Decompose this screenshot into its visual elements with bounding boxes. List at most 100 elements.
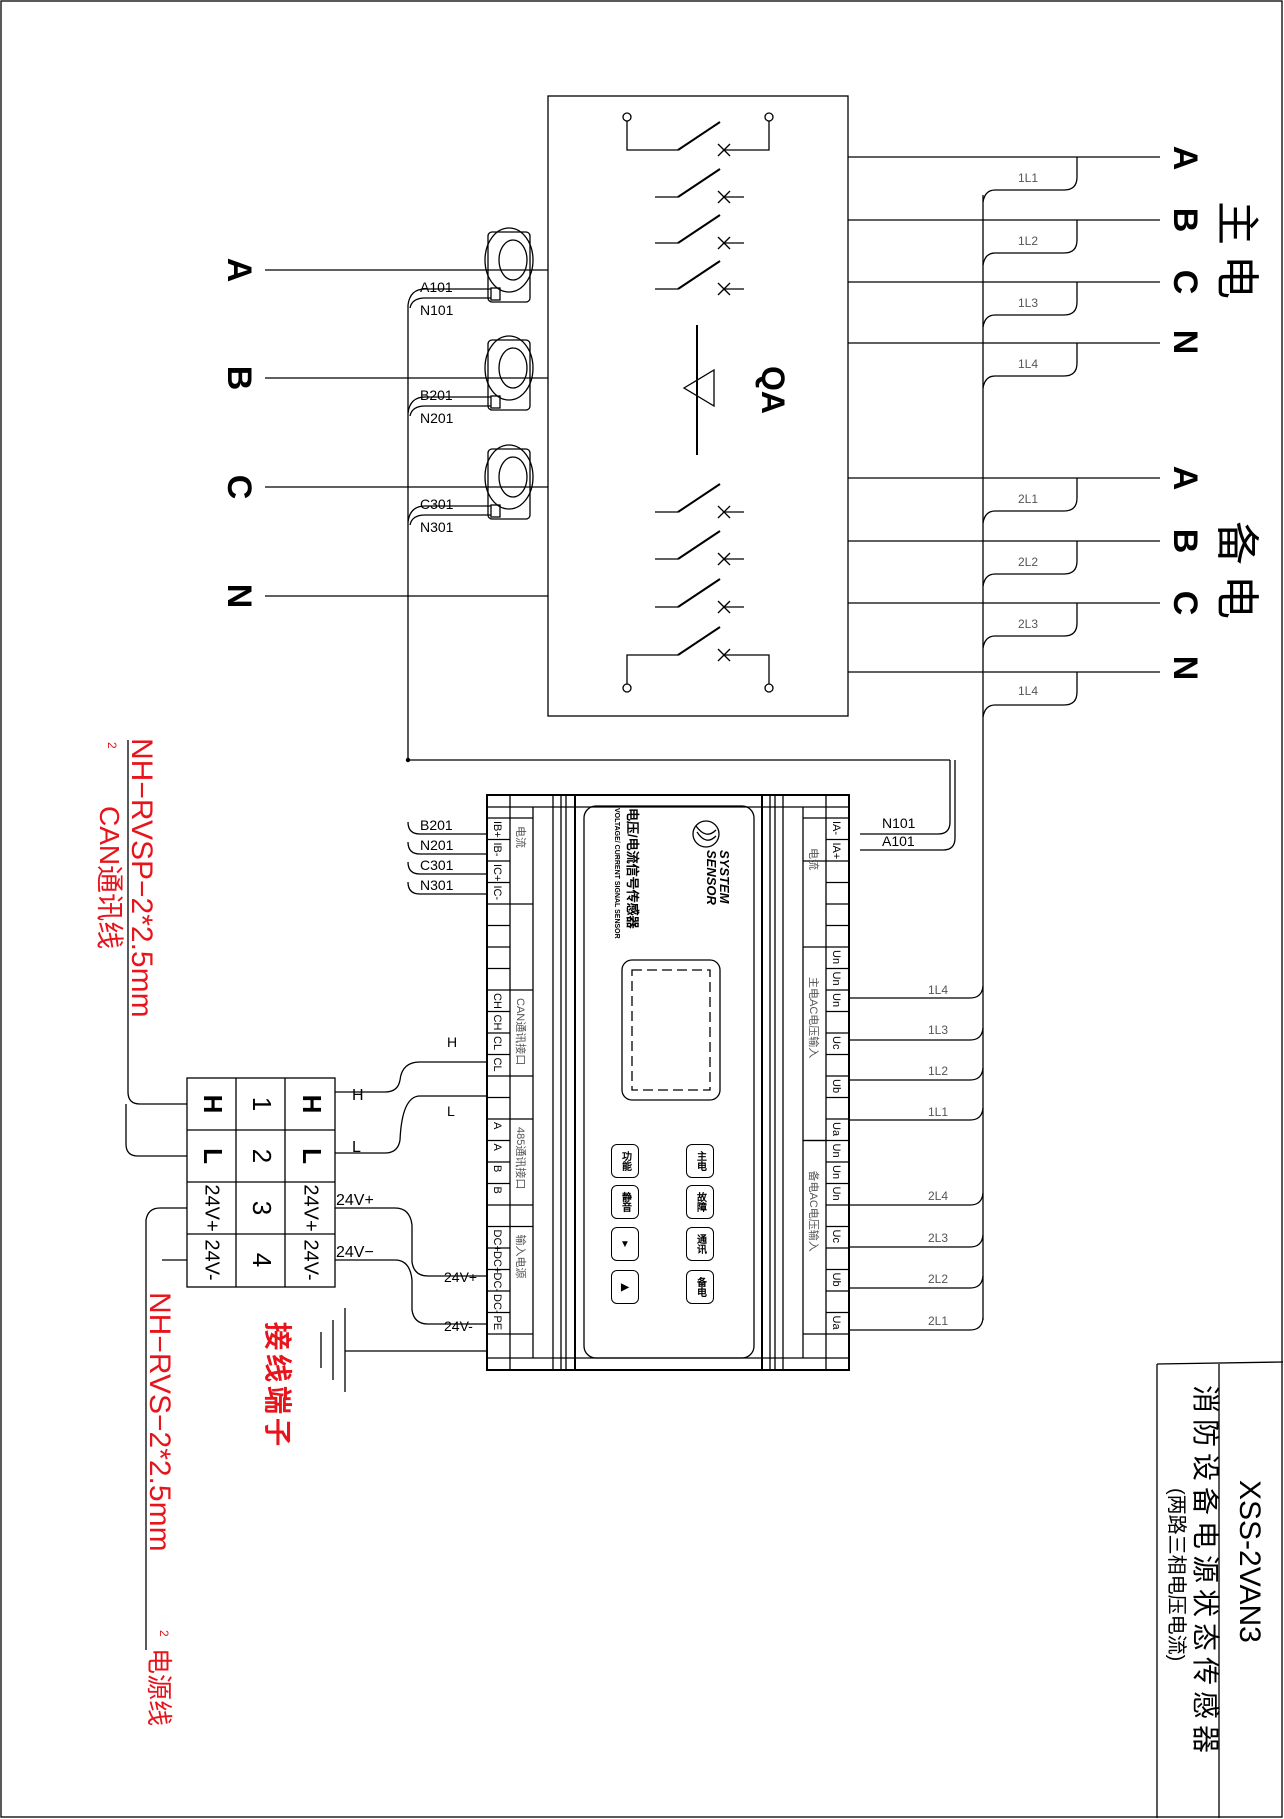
ac-wire-label: 1L4 (928, 983, 948, 997)
device-name-cn: 电压/电流信号传感器 (625, 808, 640, 930)
ac-wire-label: 2L2 (928, 1272, 948, 1286)
terminal-label: Uc (830, 1230, 842, 1244)
terminal-label: Ub (830, 1079, 842, 1093)
terminal-label: Uc (830, 1036, 842, 1050)
terminal-label: IB+ (491, 821, 503, 838)
terminal-label: Ub (830, 1273, 842, 1287)
device-wire-label: N301 (420, 877, 454, 893)
power-cable-spec: NH−RVS−2*2.5mm (143, 1292, 176, 1552)
terminal-label: DC- (491, 1294, 503, 1314)
wire-label: 2L2 (1018, 555, 1038, 569)
load-phase-b: B (220, 366, 258, 391)
can-cable-sup: 2 (105, 742, 119, 749)
ct-ret-label: N301 (420, 519, 454, 535)
current-transformer-icon (487, 231, 531, 303)
power-cable-desc: 电源线 (144, 1648, 174, 1726)
ct-ret-label: N201 (420, 410, 454, 426)
right-button[interactable]: ▶ (611, 1270, 639, 1304)
terminal-label: IA- (830, 821, 842, 835)
drawing-title: 消防设备电源状态传感器 (1190, 1385, 1221, 1759)
brand-name-top: SYSTEM (717, 850, 732, 905)
power-wire-label: 24V+ (444, 1269, 477, 1285)
ct-ret-label: N101 (420, 302, 454, 318)
terminal-label: IC- (491, 886, 503, 901)
main-power-indicator-label: 主电 (694, 1151, 706, 1171)
model-number: XSS-2VAN3 (1233, 1480, 1266, 1643)
load-phase-a: A (220, 258, 258, 283)
backup-power-lines (848, 477, 1160, 718)
terminal-block (125, 740, 336, 1650)
terminal-label: Ua (830, 1316, 842, 1331)
terminal-label: CH (491, 993, 503, 1009)
terminal-label: IA+ (830, 843, 842, 860)
ct-out-label: B201 (420, 387, 453, 403)
terminal-label: A (491, 1122, 503, 1130)
terminal-number: 1 (247, 1097, 277, 1111)
terminal-label: CL (491, 1036, 503, 1050)
ct-bus (405, 305, 956, 895)
terminal-group-label: 输入电源 (514, 1235, 528, 1279)
title-block (1156, 1361, 1284, 1818)
ct-out-label: C301 (420, 496, 454, 512)
main-power-lines (848, 156, 1160, 389)
device-wire-label: C301 (420, 857, 454, 873)
mute-button[interactable]: 静音 (611, 1185, 639, 1219)
terminal-group-label: 电流 (807, 848, 821, 870)
backup-phase-a: A (1166, 466, 1204, 491)
can-wire-label: L (447, 1103, 455, 1119)
ac-wire-label: 1L1 (928, 1105, 948, 1119)
main-phase-a: A (1166, 146, 1204, 171)
terminal-group-label: 主电AC电压输入 (807, 977, 821, 1058)
terminal-label: Un (830, 1187, 842, 1201)
sensor-device (486, 794, 850, 1371)
terminal-label: B (491, 1187, 503, 1194)
terminal-label: IB- (491, 843, 503, 857)
wire-label: 2L3 (1018, 617, 1038, 631)
terminal-label: Un (830, 993, 842, 1007)
comm-indicator: 通讯 (686, 1227, 714, 1261)
terminal-cell: H (198, 1095, 228, 1114)
terminal-label: IC+ (491, 864, 503, 881)
left-terminal-strip: IB+IB-IC+IC-CHCHCLCLAABBDC+DC+DC-DC-PE电流… (487, 817, 533, 1335)
load-phase-c: C (220, 475, 258, 500)
lcd-display (621, 959, 721, 1101)
main-phase-c: C (1166, 270, 1204, 295)
ac-wire-label: 2L1 (928, 1314, 948, 1328)
menu-button[interactable]: 功能 (611, 1144, 639, 1178)
ac-wire-label: 1L3 (928, 1023, 948, 1037)
current-transformer-icon (487, 448, 531, 520)
wire-label: 1L2 (1018, 234, 1038, 248)
wire-label: 1L4 (1018, 684, 1038, 698)
terminal-group-label: CAN通讯接口 (514, 998, 527, 1065)
backup-power-label: 备电 (1212, 521, 1261, 629)
terminal-cell: 24V+ (201, 1184, 223, 1231)
terminal-label: Un (830, 1165, 842, 1179)
ac-wire-label: 1L2 (928, 1064, 948, 1078)
backup-switch-contacts (622, 483, 774, 693)
fault-indicator: 故障 (686, 1185, 714, 1219)
device-wire-label: A101 (882, 833, 915, 849)
terminal-label: DC- (491, 1273, 503, 1293)
terminal-label: CL (491, 1058, 503, 1072)
drawing-subtitle: (两路三相电压电流) (1165, 1488, 1188, 1661)
terminal-group-label: 485通讯接口 (514, 1127, 527, 1189)
menu-button-label: 功能 (619, 1151, 631, 1171)
can-wire-label: H (447, 1034, 457, 1050)
wire-label: 1L4 (1018, 357, 1038, 371)
terminal-cell: 24V- (300, 1239, 322, 1280)
main-power-label: 主电 (1212, 201, 1261, 309)
terminal-label: Un (830, 1144, 842, 1158)
main-power-indicator: 主电 (686, 1144, 714, 1178)
backup-power-indicator-label: 备电 (694, 1277, 706, 1297)
terminal-wire-label: 24V+ (336, 1192, 374, 1209)
current-transformer-icon (487, 339, 531, 411)
terminal-group-label: 备电AC电压输入 (807, 1171, 821, 1252)
main-phase-n: N (1166, 330, 1204, 355)
down-button[interactable]: ▼ (611, 1227, 639, 1261)
down-button-label: ▼ (619, 1238, 631, 1250)
front-panel (583, 805, 755, 1359)
right-button-label: ▶ (619, 1281, 631, 1293)
